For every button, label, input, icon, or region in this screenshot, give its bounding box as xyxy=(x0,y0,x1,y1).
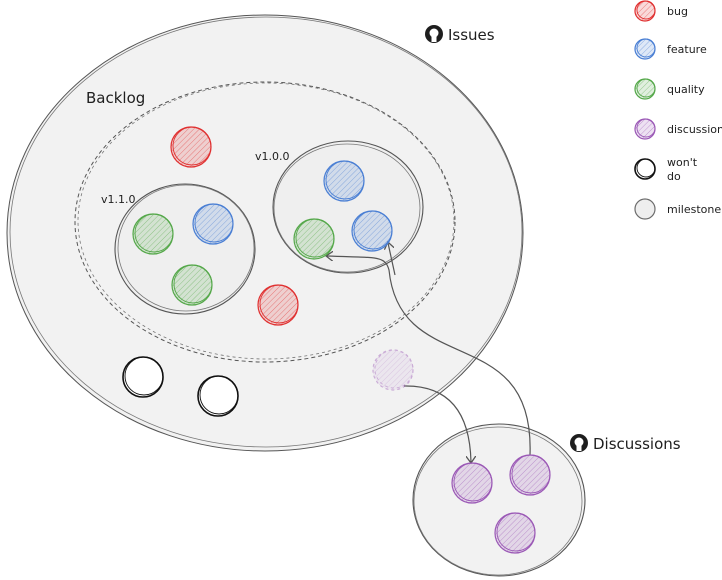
arrow-to-feature-up xyxy=(388,243,396,276)
issues-title: Issues xyxy=(448,26,495,44)
bug-item xyxy=(257,284,299,326)
quality-item xyxy=(293,218,335,260)
backlog-title: Backlog xyxy=(86,89,145,107)
discussion-item xyxy=(372,349,414,391)
backlog-region xyxy=(74,81,456,363)
issues-header: Issues xyxy=(425,25,495,44)
feature-item xyxy=(351,210,393,252)
legend-label-bug: bug xyxy=(667,5,688,18)
discussions-title: Discussions xyxy=(593,435,681,453)
milestone-legend-swatch xyxy=(634,198,656,220)
wont-do-legend-swatch xyxy=(634,158,656,180)
wont-do-item xyxy=(197,375,239,417)
feature-item xyxy=(192,203,234,245)
issues-region xyxy=(6,14,524,452)
milestone-v100-title: v1.0.0 xyxy=(255,150,290,163)
legend: bug feature quality discussion won'tdo milest… xyxy=(634,0,722,220)
legend-label-wont-do-line2: do xyxy=(667,170,681,183)
legend-label-discussion: discussion xyxy=(667,123,722,136)
quality-item xyxy=(171,264,213,306)
discussions-region xyxy=(412,423,586,577)
arrow-discussion-to-discussions xyxy=(403,385,471,462)
wont-do-item xyxy=(122,356,164,398)
github-icon xyxy=(425,25,443,43)
discussion-legend-swatch xyxy=(634,118,656,140)
quality-item xyxy=(132,213,174,255)
feature-legend-swatch xyxy=(634,38,656,60)
discussion-item xyxy=(509,454,551,496)
legend-label-milestone: milestone xyxy=(667,203,721,216)
legend-label-wont-do-line1: won't xyxy=(667,156,698,169)
quality-legend-swatch xyxy=(634,78,656,100)
github-icon xyxy=(570,434,588,452)
milestone-v110-title: v1.1.0 xyxy=(101,193,136,206)
arrow-discussion-to-feature xyxy=(327,256,531,456)
feature-item xyxy=(323,160,365,202)
discussions-header: Discussions xyxy=(570,434,681,453)
items-layer xyxy=(122,126,551,554)
discussion-item xyxy=(451,462,493,504)
bug-legend-swatch xyxy=(634,0,656,22)
legend-label-quality: quality xyxy=(667,83,705,96)
discussion-item xyxy=(494,512,536,554)
bug-item xyxy=(170,126,212,168)
legend-label-feature: feature xyxy=(667,43,707,56)
